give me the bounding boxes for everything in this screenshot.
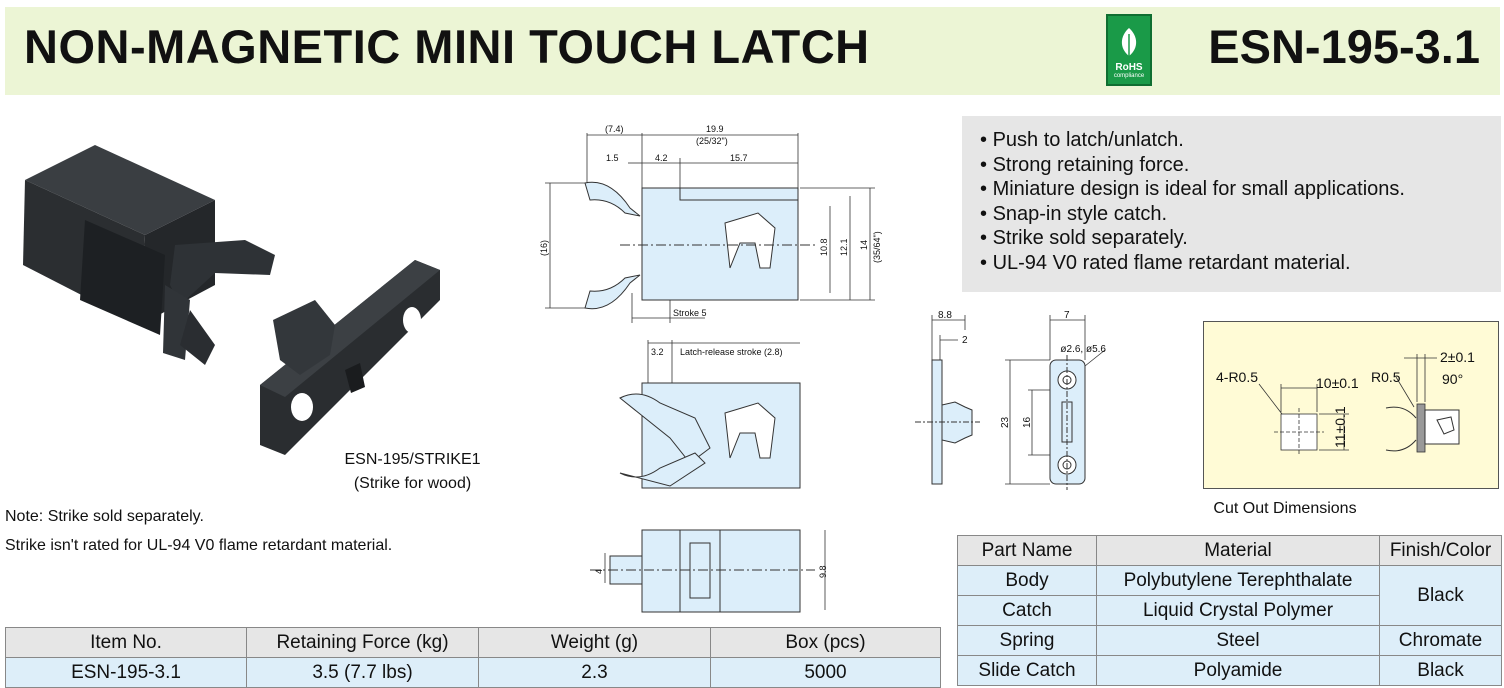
cutout-angle-label: 90° <box>1442 371 1463 387</box>
cutout-width-label: 10±0.1 <box>1316 375 1359 391</box>
dim-9-8: 9.8 <box>818 565 828 578</box>
page-title: NON-MAGNETIC MINI TOUCH LATCH <box>24 20 870 73</box>
header-bar <box>5 7 1500 95</box>
material-finish: Black <box>1379 655 1502 686</box>
dim-23: 23 <box>1000 416 1011 428</box>
latch-body-image <box>23 145 275 365</box>
features-box: Push to latch/unlatch. Strong retaining … <box>962 116 1501 292</box>
material-part: Catch <box>957 595 1097 626</box>
stroke-label: Stroke 5 <box>673 308 707 318</box>
dim-2: 2 <box>962 335 968 346</box>
note-ul94: Strike isn't rated for UL-94 V0 flame re… <box>5 537 393 554</box>
feature-item: UL-94 V0 rated flame retardant material. <box>980 251 1501 276</box>
dim-16-front: 16 <box>1022 416 1033 428</box>
material-header-material: Material <box>1096 535 1380 566</box>
cutout-box: 4-R0.5 10±0.1 11±0.1 R0.5 2±0.1 90° <box>1203 321 1499 489</box>
material-header-part: Part Name <box>957 535 1097 566</box>
drawing-top-view <box>584 181 815 310</box>
cutout-radius2-label: R0.5 <box>1371 369 1401 385</box>
dim-7: 7 <box>1064 310 1070 321</box>
dim-19-9: 19.9 <box>706 124 724 134</box>
dim-16: (16) <box>539 240 549 256</box>
cutout-height-label: 11±0.1 <box>1332 406 1348 448</box>
material-name: Liquid Crystal Polymer <box>1096 595 1380 626</box>
strike-caption-2: (Strike for wood) <box>353 475 472 492</box>
material-name: Steel <box>1096 625 1380 656</box>
drawing-released-view <box>619 382 801 489</box>
dim-12-1: 12.1 <box>839 238 849 256</box>
feature-item: Push to latch/unlatch. <box>980 128 1501 153</box>
strike-image <box>260 260 440 455</box>
cutout-radius-label: 4-R0.5 <box>1216 369 1258 385</box>
material-part: Spring <box>957 625 1097 656</box>
feature-item: Strong retaining force. <box>980 153 1501 178</box>
dim-4: 4 <box>594 569 604 574</box>
dim-4-2: 4.2 <box>655 153 668 163</box>
material-table: Part Name Material Finish/Color Body Pol… <box>957 535 1502 686</box>
spec-weight: 2.3 <box>478 657 711 688</box>
rohs-label: RoHS <box>1115 62 1143 73</box>
cutout-side-latch <box>1385 406 1460 452</box>
dim-10-8: 10.8 <box>819 238 829 256</box>
material-name: Polyamide <box>1096 655 1380 686</box>
hole-label: ø2.6, ø5.6 <box>1060 344 1106 355</box>
dim-3-2: 3.2 <box>651 347 664 357</box>
technical-drawing: (7.4) 19.9 (25/32") 1.5 4.2 15.7 (16) 10… <box>539 124 882 613</box>
material-name: Polybutylene Terephthalate <box>1096 565 1380 596</box>
note-strike-separate: Note: Strike sold separately. <box>5 508 204 525</box>
feature-item: Miniature design is ideal for small appl… <box>980 177 1501 202</box>
drawing-bottom-view <box>590 529 815 613</box>
cutout-thickness-label: 2±0.1 <box>1440 349 1475 365</box>
dim-25-32: (25/32") <box>696 136 728 146</box>
spec-force: 3.5 (7.7 lbs) <box>246 657 479 688</box>
feature-item: Snap-in style catch. <box>980 202 1501 227</box>
material-header-finish: Finish/Color <box>1379 535 1502 566</box>
dim-35-64: (35/64") <box>872 231 882 263</box>
material-finish: Black <box>1379 565 1502 626</box>
dim-14: 14 <box>859 240 869 250</box>
rohs-badge: RoHS compliance <box>1106 14 1152 86</box>
spec-header-weight: Weight (g) <box>478 627 711 658</box>
material-part: Slide Catch <box>957 655 1097 686</box>
strike-front-view <box>1049 355 1086 490</box>
spec-box: 5000 <box>710 657 941 688</box>
spec-table: Item No. Retaining Force (kg) Weight (g)… <box>5 627 941 688</box>
rohs-sublabel: compliance <box>1113 73 1145 79</box>
spec-item-no: ESN-195-3.1 <box>5 657 247 688</box>
cutout-caption: Cut Out Dimensions <box>1213 500 1357 517</box>
leaf-icon <box>1121 28 1137 59</box>
latch-release-label: Latch-release stroke (2.8) <box>680 347 783 357</box>
spec-header-item: Item No. <box>5 627 247 658</box>
material-finish: Chromate <box>1379 625 1502 656</box>
spec-header-box: Box (pcs) <box>710 627 941 658</box>
feature-item: Strike sold separately. <box>980 226 1501 251</box>
dim-8-8: 8.8 <box>938 310 952 321</box>
spec-header-force: Retaining Force (kg) <box>246 627 479 658</box>
material-part: Body <box>957 565 1097 596</box>
dim-7-4: (7.4) <box>605 124 624 134</box>
strike-side-view <box>915 359 980 485</box>
cutout-drawing: 4-R0.5 10±0.1 11±0.1 R0.5 2±0.1 90° <box>1216 349 1475 456</box>
product-photo <box>23 145 440 455</box>
strike-drawing: 8.8 2 7 ø2.6, ø5.6 23 16 <box>915 310 1106 490</box>
dim-1-5: 1.5 <box>606 153 619 163</box>
model-number: ESN-195-3.1 <box>1208 20 1480 73</box>
strike-caption-1: ESN-195/STRIKE1 <box>344 451 481 468</box>
dim-15-7: 15.7 <box>730 153 748 163</box>
